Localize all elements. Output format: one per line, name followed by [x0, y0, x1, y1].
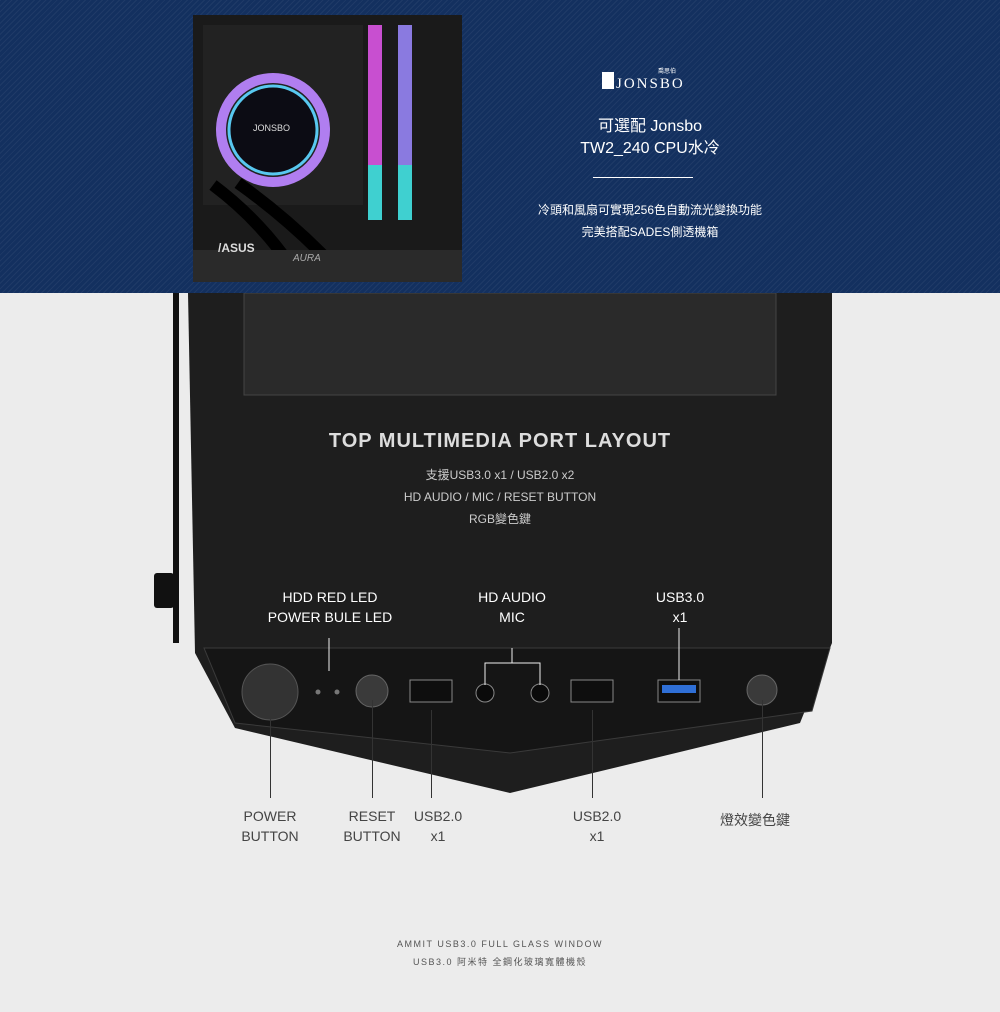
asus-logo: /ASUS [218, 241, 255, 255]
photo-logo: JONSBO [253, 123, 291, 133]
divider [593, 177, 693, 178]
reset-leader [372, 700, 373, 798]
motherboard-image [193, 15, 462, 282]
usb3-port [662, 685, 696, 693]
rgb-button-label: 燈效變色鍵 [720, 812, 790, 828]
cooler-desc-line2: 完美搭配SADES側透機箱 [581, 225, 719, 239]
case-top-panel [154, 293, 832, 793]
cooler-title-line1: 可選配 Jonsbo [597, 118, 703, 135]
cooler-title-line2: TW2_240 CPU水冷 [580, 140, 720, 157]
ports-line2: HD AUDIO / MIC / RESET BUTTON [403, 490, 597, 504]
footer-line1: AMMIT USB3.0 FULL GLASS WINDOW [396, 939, 604, 949]
ports-line1: 支援USB3.0 x1 / USB2.0 x2 [425, 468, 575, 482]
ports-title: TOP MULTIMEDIA PORT LAYOUT [328, 430, 672, 452]
aura-logo: AURA [293, 253, 321, 264]
cooler-photo: JONSBO /ASUS AURA [193, 15, 462, 282]
usb2a-leader [431, 710, 432, 798]
footer-line2: USB3.0 阿米特 全鋼化玻璃寬體機殼 [412, 957, 588, 967]
power-leader [270, 700, 271, 798]
ports-line3: RGB變色鍵 [468, 512, 531, 526]
jonsbo-logo: JONSBO 喬思伯 [602, 69, 692, 92]
cooler-desc-line1: 冷頭和風扇可實現256色自動流光變換功能 [537, 203, 763, 217]
rgb-leader [762, 700, 763, 798]
cooler-banner: JONSBO /ASUS AURA JONSBO 喬思伯 可選配 Jonsbo … [0, 0, 1000, 293]
usb2b-leader [592, 710, 593, 798]
